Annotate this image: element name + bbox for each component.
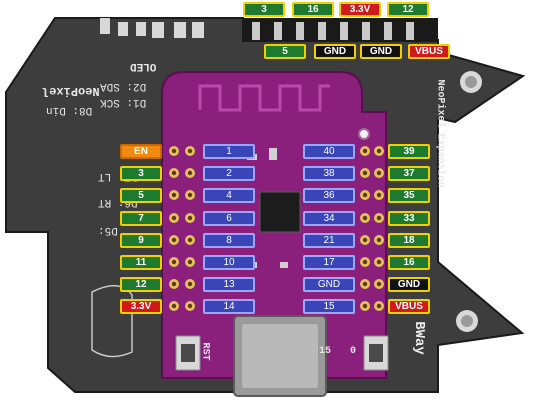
left-outer-pin-label: 3 <box>120 166 162 181</box>
header-top-pin-label: 3 <box>243 2 285 17</box>
left-edge-components <box>100 18 204 38</box>
mounting-hole-bottom-right <box>456 310 478 332</box>
castellated-pad-right-outer-hole <box>376 215 382 221</box>
header-bottom-pin-label: GND <box>314 44 356 59</box>
left-outer-pin-label: 11 <box>120 255 162 270</box>
header-top-pin-label: 12 <box>387 2 429 17</box>
castellated-pad-left-outer-hole <box>171 148 177 154</box>
boot-button <box>363 335 389 371</box>
right-inner-pin-label: 17 <box>303 255 355 270</box>
right-outer-pin-label: 33 <box>388 211 430 226</box>
castellated-pad-right-inner-hole <box>362 259 368 265</box>
right-inner-pin-label: 15 <box>303 299 355 314</box>
header-pins <box>252 22 414 40</box>
castellated-pad-right-outer-hole <box>376 148 382 154</box>
castellated-pad-right-outer-hole <box>376 281 382 287</box>
right-outer-pin-label: 35 <box>388 188 430 203</box>
castellated-pad-right-outer-hole <box>376 259 382 265</box>
module-mounting-hole <box>358 128 370 140</box>
usb-c-shell <box>242 324 318 388</box>
antenna-trace <box>198 84 330 112</box>
left-inner-pin-label: 10 <box>203 255 255 270</box>
silkscreen-outline <box>91 285 133 358</box>
left-inner-pin-label: 2 <box>203 166 255 181</box>
left-outer-pin-label: 5 <box>120 188 162 203</box>
castellated-pad-right-inner-hole <box>362 170 368 176</box>
castellated-pad-left-outer-hole <box>171 259 177 265</box>
castellated-pad-right-outer-hole <box>376 170 382 176</box>
silk-oled: OLED <box>130 60 157 72</box>
castellated-pad-right-inner-hole <box>362 192 368 198</box>
castellated-pad-left-outer-hole <box>171 215 177 221</box>
right-outer-pin-label: VBUS <box>388 299 430 314</box>
castellated-pad-left-inner-hole <box>187 281 193 287</box>
castellated-pad-left-outer-hole <box>171 192 177 198</box>
castellated-pad-right-outer-hole <box>376 303 382 309</box>
rst-button <box>175 335 201 371</box>
castellated-pad-left-inner-hole <box>187 303 193 309</box>
castellated-pad-left-inner-hole <box>187 170 193 176</box>
castellated-pad-left-inner-hole <box>187 215 193 221</box>
castellated-pad-right-inner-hole <box>362 237 368 243</box>
castellated-pad-right-inner-hole <box>362 281 368 287</box>
mounting-hole-top-right <box>460 71 482 93</box>
esp32-chip <box>259 191 301 233</box>
castellated-pad-left-inner-hole <box>187 259 193 265</box>
castellated-pad-right-outer-hole <box>376 237 382 243</box>
left-inner-pin-label: 8 <box>203 233 255 248</box>
silk-neopixel-expansion: NeoPixel Expansion <box>434 79 446 188</box>
header-bottom-pin-label: VBUS <box>408 44 450 59</box>
header-top-pin-label: 16 <box>292 2 334 17</box>
silk-d1: D1: SCK <box>100 96 147 108</box>
header-top-pin-label: 3.3V <box>339 2 381 17</box>
silk-d8: D8: Din <box>46 104 93 116</box>
left-inner-pin-label: 13 <box>203 277 255 292</box>
header-bottom-pin-label: 5 <box>264 44 306 59</box>
right-inner-pin-label: GND <box>303 277 355 292</box>
left-outer-pin-label: 9 <box>120 233 162 248</box>
left-inner-pin-label: 14 <box>203 299 255 314</box>
silk-neopixel: NeoPixel <box>42 84 100 98</box>
right-inner-pin-label: 40 <box>303 144 355 159</box>
right-inner-pin-label: 36 <box>303 188 355 203</box>
castellated-pad-left-inner-hole <box>187 192 193 198</box>
left-outer-pin-label: EN <box>120 144 162 159</box>
silk-io15: 15 <box>319 346 332 357</box>
left-outer-pin-label: 3.3V <box>120 299 162 314</box>
right-inner-pin-label: 34 <box>303 211 355 226</box>
right-outer-pin-label: 37 <box>388 166 430 181</box>
silk-d2: D2: SDA <box>100 80 147 92</box>
right-inner-pin-label: 21 <box>303 233 355 248</box>
right-outer-pin-label: 39 <box>388 144 430 159</box>
castellated-pad-right-inner-hole <box>362 303 368 309</box>
castellated-pad-right-inner-hole <box>362 215 368 221</box>
right-outer-pin-label: GND <box>388 277 430 292</box>
castellated-pad-left-outer-hole <box>171 281 177 287</box>
left-inner-pin-label: 4 <box>203 188 255 203</box>
castellated-pad-right-inner-hole <box>362 148 368 154</box>
left-outer-pin-label: 7 <box>120 211 162 226</box>
castellated-pad-left-outer-hole <box>171 303 177 309</box>
left-inner-pin-label: 1 <box>203 144 255 159</box>
right-outer-pin-label: 18 <box>388 233 430 248</box>
castellated-pad-left-inner-hole <box>187 237 193 243</box>
silk-d5: D5: <box>98 224 118 236</box>
left-outer-pin-label: 12 <box>120 277 162 292</box>
header-bottom-pin-label: GND <box>360 44 402 59</box>
castellated-pad-left-inner-hole <box>187 148 193 154</box>
silk-io0: 0 <box>350 346 357 357</box>
silk-rst: RST <box>199 342 211 361</box>
right-outer-pin-label: 16 <box>388 255 430 270</box>
right-inner-pin-label: 38 <box>303 166 355 181</box>
castellated-pad-left-outer-hole <box>171 237 177 243</box>
left-inner-pin-label: 6 <box>203 211 255 226</box>
silk-bway: BWay <box>410 321 427 355</box>
castellated-pad-left-outer-hole <box>171 170 177 176</box>
castellated-pad-right-outer-hole <box>376 192 382 198</box>
